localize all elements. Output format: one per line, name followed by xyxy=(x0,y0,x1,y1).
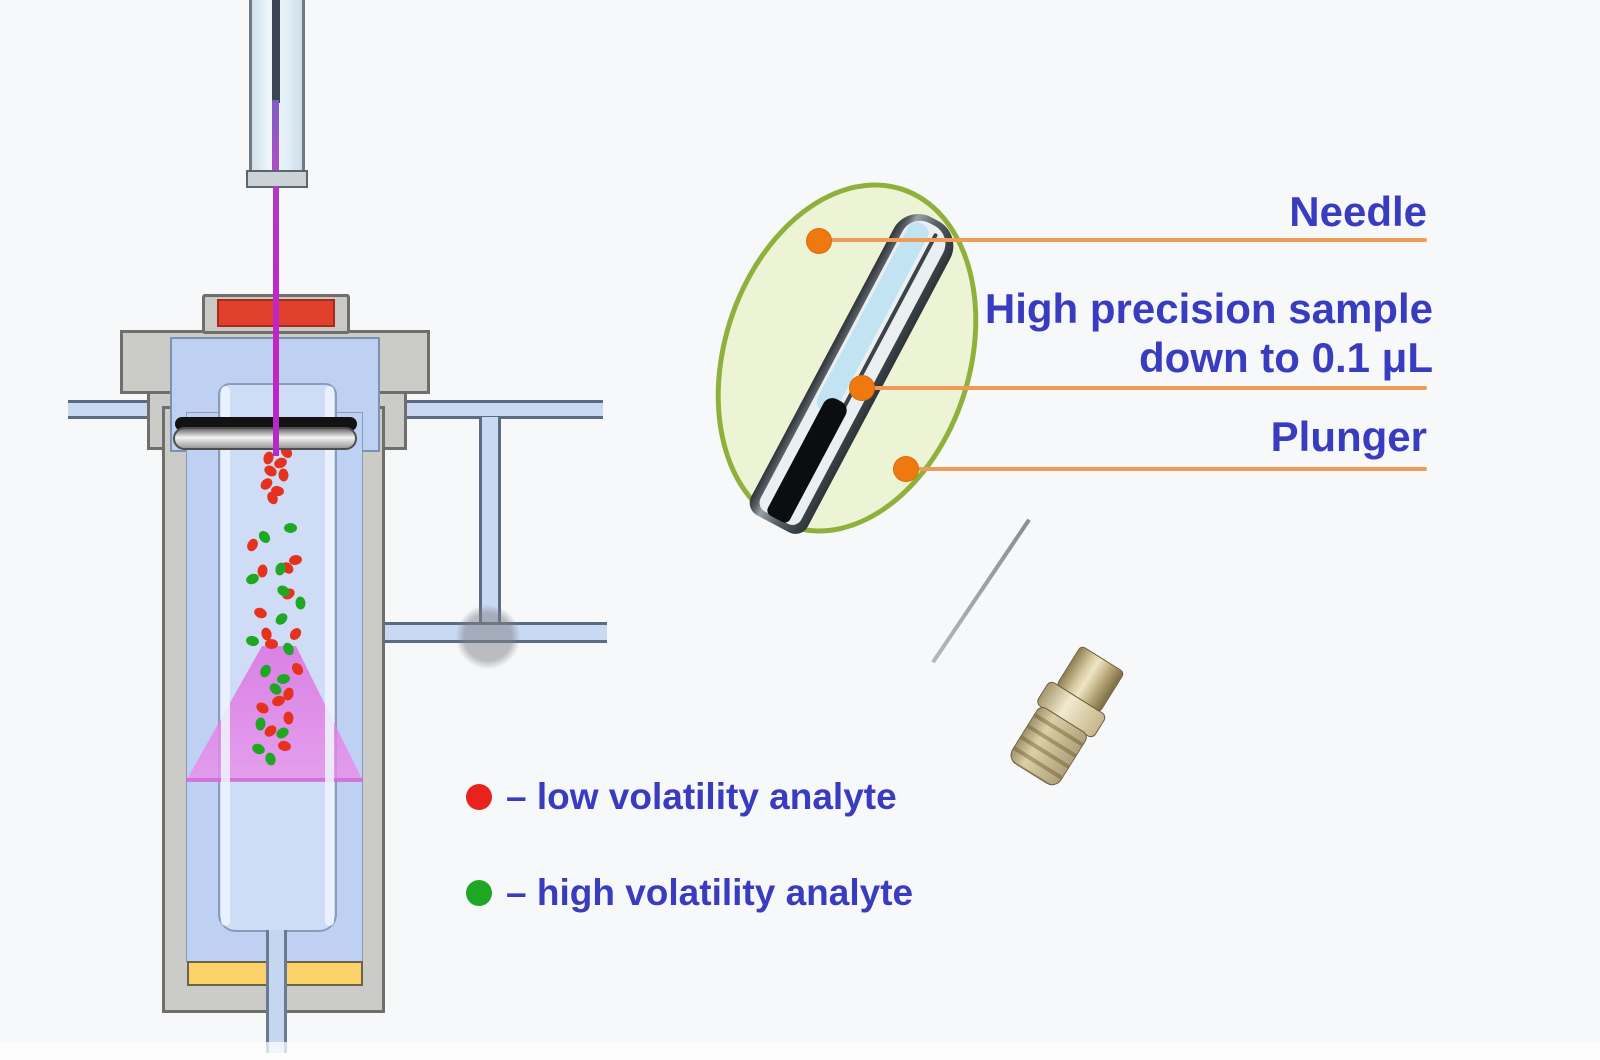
needle-leader-line xyxy=(831,238,1427,242)
sample-label: High precision sample down to 0.1 μL xyxy=(985,284,1433,382)
split-line-vertical xyxy=(479,417,501,625)
septum-purge-line-left xyxy=(68,400,152,419)
legend-dot-low-volatility xyxy=(466,784,492,810)
syringe-sample-column xyxy=(272,100,279,178)
liner-wall-highlight-right xyxy=(325,386,334,926)
bottom-fade xyxy=(0,1042,1600,1060)
analyte-particle-red xyxy=(264,638,279,650)
needle-label: Needle xyxy=(1289,188,1427,235)
plunger-leader-line xyxy=(918,467,1427,471)
legend-dot-high-volatility xyxy=(466,880,492,906)
legend-label-high-volatility: – high volatility analyte xyxy=(506,872,914,913)
liner-wall-highlight-left xyxy=(221,386,230,926)
gc-column-outlet xyxy=(266,930,287,1053)
sample-label-line2: down to 0.1 μL xyxy=(1138,334,1433,381)
sample-callout-dot xyxy=(849,375,875,401)
needle-callout-dot xyxy=(806,228,832,254)
pipe-junction-highlight xyxy=(456,605,520,669)
needle-shaft xyxy=(931,518,1031,664)
sample-label-line1: High precision sample xyxy=(984,285,1433,332)
syringe-plunger-rod xyxy=(272,0,280,103)
sample-leader-line xyxy=(874,386,1427,390)
plunger-label: Plunger xyxy=(1270,413,1427,460)
syringe-needle xyxy=(273,186,279,456)
brass-fitting xyxy=(997,638,1136,797)
plunger-callout-dot xyxy=(893,456,919,482)
liner-seal-ring xyxy=(173,427,357,450)
analyte-particle-green xyxy=(284,523,297,533)
legend-label-low-volatility: – low volatility analyte xyxy=(506,776,897,817)
